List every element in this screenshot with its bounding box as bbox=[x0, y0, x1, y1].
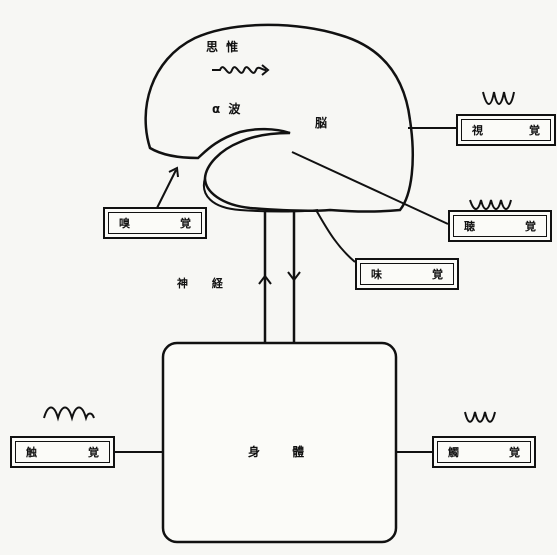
vision-label-char2: 覚 bbox=[529, 124, 540, 137]
smell-arrowhead bbox=[168, 166, 179, 178]
taste-label-char2: 覚 bbox=[432, 268, 443, 281]
touch-label-char2: 覚 bbox=[88, 446, 99, 459]
sensation-box: 觸 覚 bbox=[432, 436, 536, 468]
nerve-arrow-up bbox=[258, 274, 272, 285]
vision-box: 視 覚 bbox=[456, 114, 556, 146]
brain-lower-lobe bbox=[202, 177, 319, 213]
smell-box-inner: 嗅 覚 bbox=[108, 212, 202, 234]
hearing-box: 聴 覚 bbox=[448, 210, 552, 242]
body-label: 身 體 bbox=[248, 445, 319, 459]
brain-wave-arrowhead bbox=[261, 64, 270, 76]
hearing-wave-icon bbox=[469, 199, 512, 210]
touch-wave-icon bbox=[43, 406, 95, 422]
taste-connector bbox=[315, 209, 356, 263]
taste-box: 味 覚 bbox=[355, 258, 459, 290]
brain-outline bbox=[144, 23, 415, 213]
sensation-wave-icon bbox=[464, 411, 496, 423]
brain-alpha-wave-label: α 波 bbox=[212, 102, 243, 116]
touch-box: 触 覚 bbox=[10, 436, 115, 468]
brain-wave-squiggle bbox=[212, 66, 267, 74]
hearing-label-char2: 覚 bbox=[525, 220, 536, 233]
taste-box-inner: 味 覚 bbox=[360, 263, 454, 285]
hearing-connector bbox=[291, 151, 449, 225]
sensation-label-char2: 覚 bbox=[509, 446, 520, 459]
smell-label-char1: 嗅 bbox=[119, 217, 130, 230]
brain-label: 脳 bbox=[315, 116, 330, 130]
vision-label-char1: 視 bbox=[472, 124, 483, 137]
vision-wave-icon bbox=[482, 91, 515, 105]
vision-box-inner: 視 覚 bbox=[461, 119, 551, 141]
hearing-box-inner: 聴 覚 bbox=[453, 215, 547, 237]
smell-connector bbox=[156, 169, 177, 209]
touch-label-char1: 触 bbox=[26, 446, 37, 459]
nerve-label: 神 経 bbox=[177, 277, 233, 290]
smell-box: 嗅 覚 bbox=[103, 207, 207, 239]
sensation-label-char1: 觸 bbox=[448, 446, 459, 459]
brain-thinking-label: 思 惟 bbox=[206, 40, 241, 54]
sensation-box-inner: 觸 覚 bbox=[437, 441, 531, 463]
hearing-label-char1: 聴 bbox=[464, 220, 475, 233]
taste-label-char1: 味 bbox=[371, 268, 382, 281]
smell-label-char2: 覚 bbox=[180, 217, 191, 230]
touch-box-inner: 触 覚 bbox=[15, 441, 110, 463]
body-rect bbox=[161, 341, 398, 544]
nerve-arrow-down bbox=[287, 271, 301, 282]
